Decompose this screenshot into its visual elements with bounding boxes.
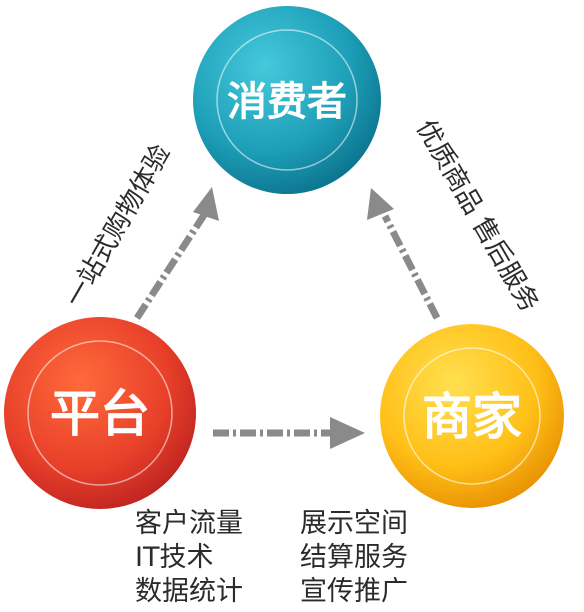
arrow-merchant-to-consumer	[367, 188, 441, 320]
arrow-platform-to-merchant	[213, 417, 365, 449]
platform-offer-item: 数据统计	[135, 576, 243, 607]
arrow-platform-to-consumer	[134, 187, 219, 320]
merchant-offer-item: 展示空间	[300, 508, 408, 539]
node-consumer-label: 消费者	[227, 79, 347, 125]
platform-offer-item: 客户流量	[135, 508, 243, 539]
node-platform: 平台	[4, 317, 196, 509]
platform-offer-item: IT技术	[135, 542, 213, 573]
node-platform-label: 平台	[50, 385, 150, 443]
edge-label-merchant-consumer: 优质商品 售后服务	[410, 115, 544, 317]
platform-offers-list: 客户流量 IT技术 数据统计	[135, 508, 243, 607]
merchant-offers-list: 展示空间 结算服务 宣传推广	[300, 508, 408, 607]
merchant-offer-item: 宣传推广	[300, 576, 408, 607]
node-merchant-label: 商家	[422, 388, 522, 446]
merchant-offer-item: 结算服务	[300, 542, 408, 573]
node-merchant: 商家	[380, 324, 564, 508]
node-consumer: 消费者	[193, 6, 381, 194]
